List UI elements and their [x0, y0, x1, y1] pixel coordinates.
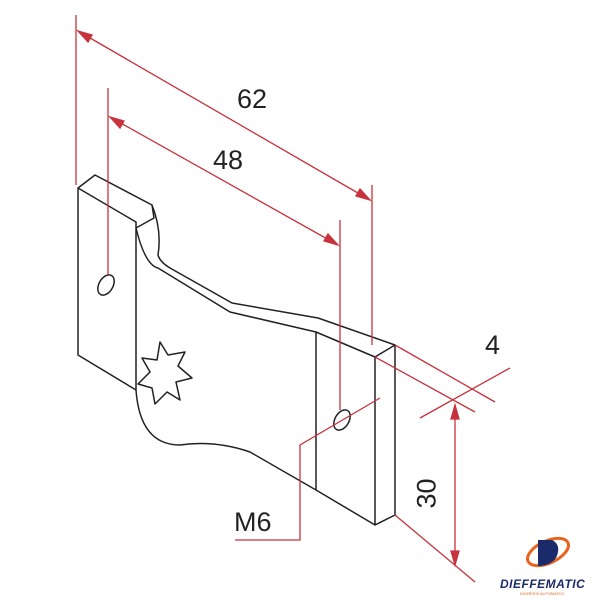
- right-threaded-hole: [333, 409, 351, 431]
- star-knurl-icon: [137, 341, 193, 405]
- bend-line: [157, 267, 317, 333]
- dim-48-label: 48: [213, 145, 244, 175]
- dim-4-label: 4: [485, 330, 501, 360]
- dim-4-line: [419, 367, 511, 419]
- dim-62-label: 62: [237, 84, 268, 114]
- dim-48-line: [109, 116, 339, 246]
- dim-62-line: [77, 30, 371, 201]
- dimension-lines: [75, 15, 511, 583]
- m6-label: M6: [234, 507, 272, 537]
- left-threaded-hole: [97, 274, 115, 296]
- m6-leader: [235, 397, 381, 541]
- logo-tagline: INGRESSI AUTOMATICI: [520, 591, 565, 596]
- logo-text: DIEFFEMATIC: [500, 577, 586, 591]
- bracket-outline: [77, 174, 396, 526]
